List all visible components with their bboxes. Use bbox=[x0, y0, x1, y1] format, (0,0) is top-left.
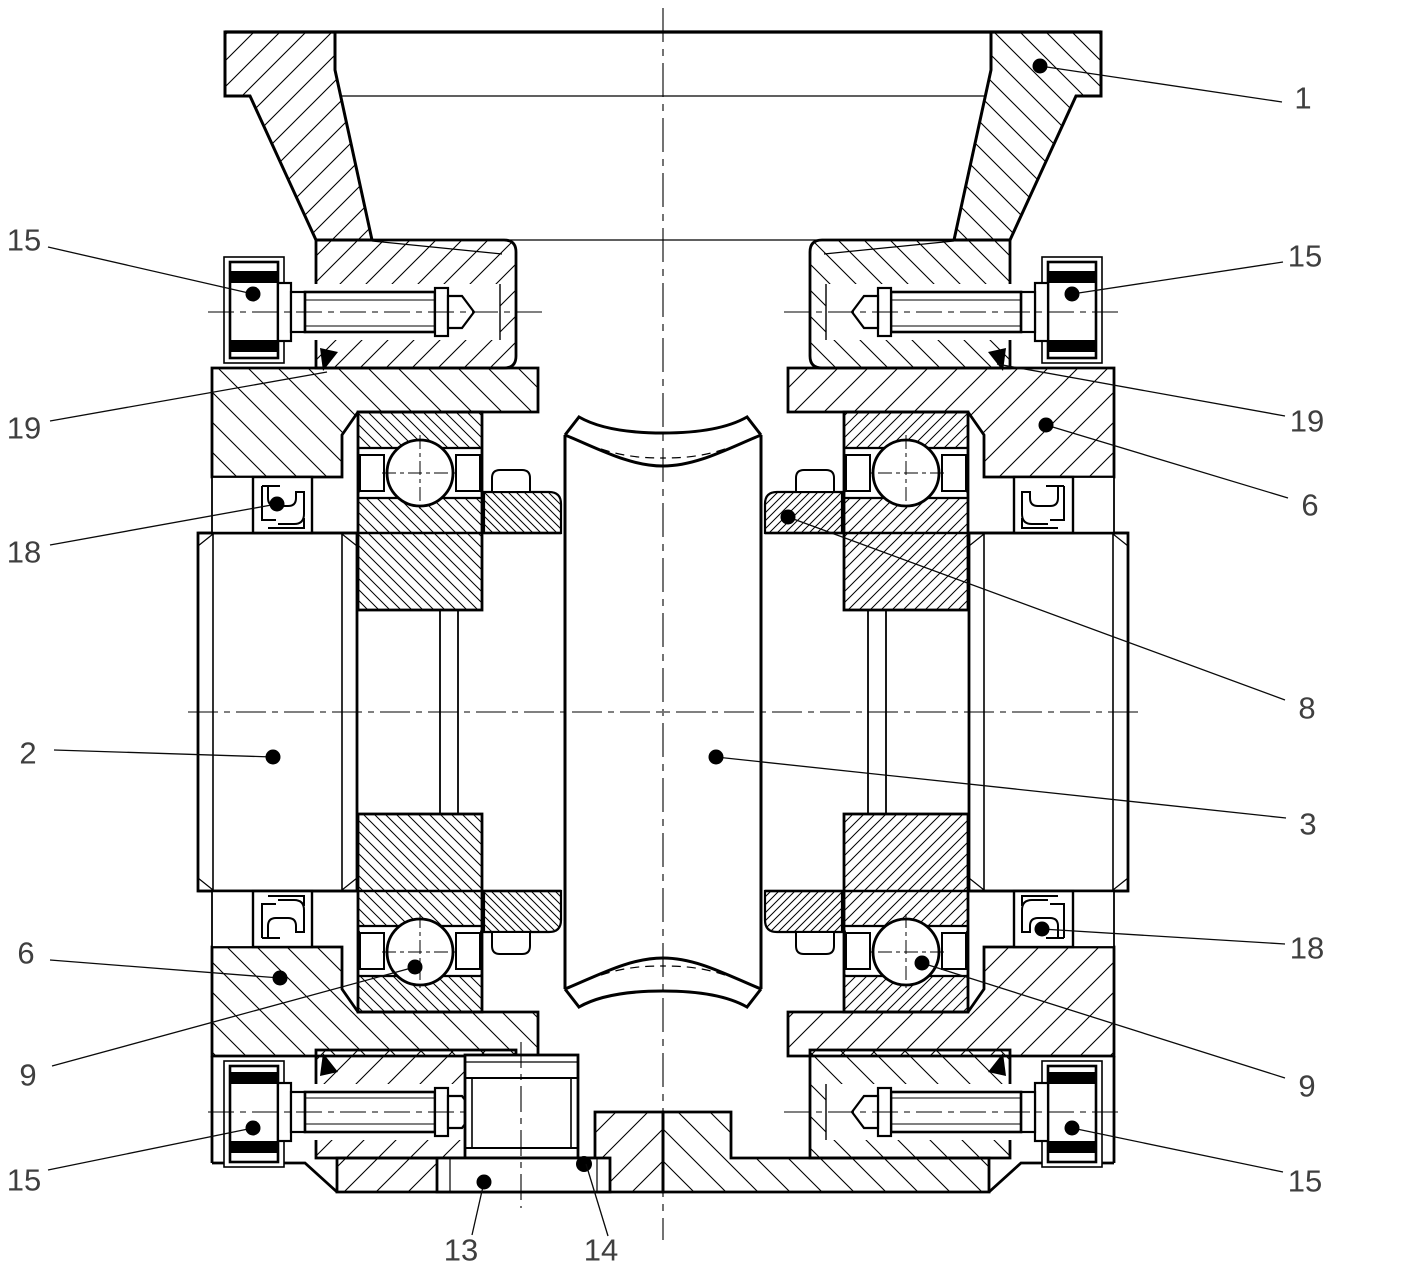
callout-19-right: 19 bbox=[996, 363, 1324, 439]
callout-3: 3 bbox=[708, 749, 1317, 842]
leader-line bbox=[49, 371, 328, 422]
left-half bbox=[188, 32, 663, 1192]
leader-dot bbox=[407, 959, 423, 975]
leader-line bbox=[53, 749, 274, 758]
callout-9-left: 9 bbox=[19, 959, 423, 1093]
callout-label: 9 bbox=[1298, 1069, 1315, 1104]
callout-label: 9 bbox=[19, 1058, 36, 1093]
callout-15-bottom-left: 15 bbox=[7, 1120, 261, 1198]
callout-label: 18 bbox=[7, 535, 41, 570]
callout-label: 15 bbox=[7, 1163, 41, 1198]
leader-dot bbox=[1034, 921, 1050, 937]
callout-6-right: 6 bbox=[1038, 417, 1319, 523]
leader-line bbox=[1039, 65, 1283, 103]
callout-label: 2 bbox=[19, 736, 36, 771]
callout-6-left: 6 bbox=[17, 936, 288, 986]
leader-line bbox=[47, 1127, 254, 1171]
callout-15-top-right: 15 bbox=[1064, 239, 1322, 302]
leader-dot bbox=[1064, 1120, 1080, 1136]
leader-dot bbox=[245, 286, 261, 302]
leader-line bbox=[49, 959, 281, 979]
leader-dot bbox=[269, 496, 285, 512]
leader-line bbox=[1071, 1127, 1284, 1173]
callout-1: 1 bbox=[1032, 58, 1312, 116]
callout-19-left: 19 bbox=[7, 371, 328, 446]
callout-label: 3 bbox=[1299, 807, 1316, 842]
gasket-seal bbox=[576, 1156, 592, 1172]
leader-dot bbox=[272, 970, 288, 986]
leader-dot bbox=[1038, 417, 1054, 433]
leader-line bbox=[1045, 424, 1289, 499]
leader-line bbox=[1041, 928, 1286, 945]
callout-label: 6 bbox=[1301, 488, 1318, 523]
callout-label: 18 bbox=[1290, 931, 1324, 966]
callout-label: 6 bbox=[17, 936, 34, 971]
callout-label: 19 bbox=[7, 411, 41, 446]
callout-15-top-left: 15 bbox=[7, 223, 261, 302]
callout-8: 8 bbox=[780, 509, 1316, 726]
callout-18-right: 18 bbox=[1034, 921, 1324, 966]
callout-label: 15 bbox=[7, 223, 41, 258]
right-half bbox=[663, 32, 1138, 1192]
callout-9-right: 9 bbox=[914, 955, 1316, 1104]
leader-line bbox=[49, 503, 278, 546]
callout-label: 1 bbox=[1294, 81, 1311, 116]
callout-2: 2 bbox=[19, 736, 281, 771]
leader-dot bbox=[1064, 286, 1080, 302]
callout-label: 15 bbox=[1288, 239, 1322, 274]
leader-line bbox=[996, 363, 1286, 417]
leader-dot bbox=[708, 749, 724, 765]
leader-line bbox=[715, 756, 1287, 819]
leader-line bbox=[51, 966, 416, 1067]
callout-14: 14 bbox=[584, 1163, 618, 1268]
callout-label: 8 bbox=[1298, 691, 1315, 726]
callout-13: 13 bbox=[444, 1174, 492, 1268]
leader-dot bbox=[265, 749, 281, 765]
leader-line bbox=[585, 1163, 609, 1237]
callouts-layer: 1 15 19 6 8 3 18 9 15 15 19 18 2 6 9 15 13 14 bbox=[7, 58, 1324, 1268]
leader-line bbox=[471, 1181, 485, 1236]
callout-label: 13 bbox=[444, 1233, 478, 1268]
leader-line bbox=[47, 246, 254, 295]
callout-label: 14 bbox=[584, 1233, 618, 1268]
leader-dot bbox=[1032, 58, 1048, 74]
callout-18-left: 18 bbox=[7, 496, 285, 570]
leader-line bbox=[921, 962, 1286, 1079]
leader-line bbox=[1071, 261, 1284, 295]
callout-label: 15 bbox=[1288, 1164, 1322, 1199]
leader-dot bbox=[914, 955, 930, 971]
bottom-fitting bbox=[435, 1042, 612, 1208]
callout-label: 19 bbox=[1290, 404, 1324, 439]
callout-15-bottom-right: 15 bbox=[1064, 1120, 1322, 1199]
leader-dot bbox=[780, 509, 796, 525]
leader-dot bbox=[476, 1174, 492, 1190]
leader-dot bbox=[245, 1120, 261, 1136]
leader-line bbox=[787, 516, 1286, 701]
